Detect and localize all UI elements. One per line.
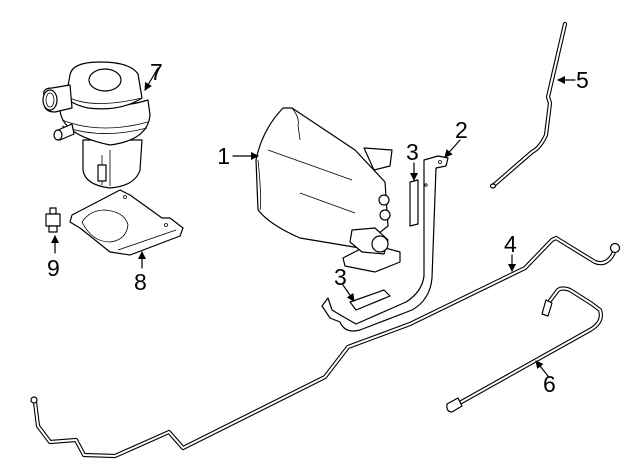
vapor-line[interactable]	[30, 235, 621, 459]
callout-8: 8	[134, 269, 147, 295]
callout-9: 9	[47, 255, 60, 281]
callout-4: 4	[504, 231, 517, 257]
callout-arrow-6	[535, 360, 549, 377]
insulator-pad-upper[interactable]	[409, 179, 419, 227]
callout-arrow-7	[144, 67, 159, 91]
vapor-canister[interactable]	[255, 107, 401, 273]
callout-arrow-2	[444, 139, 461, 158]
purge-line[interactable]	[446, 286, 603, 413]
grommet[interactable]	[45, 207, 61, 233]
pump-bracket[interactable]	[69, 189, 184, 256]
insulator-pad-lower[interactable]	[349, 289, 391, 311]
callout-3-upper: 3	[406, 139, 419, 165]
vent-tube[interactable]	[489, 21, 568, 189]
callout-6: 6	[543, 371, 556, 397]
callout-5: 5	[576, 67, 589, 93]
callout-2: 2	[455, 117, 468, 143]
callout-7: 7	[150, 59, 163, 85]
air-pump[interactable]	[42, 61, 151, 189]
callout-3-lower: 3	[334, 264, 347, 290]
callout-arrow-3-lower	[342, 284, 355, 302]
callout-1: 1	[217, 143, 230, 169]
canister-bracket[interactable]	[321, 155, 449, 332]
